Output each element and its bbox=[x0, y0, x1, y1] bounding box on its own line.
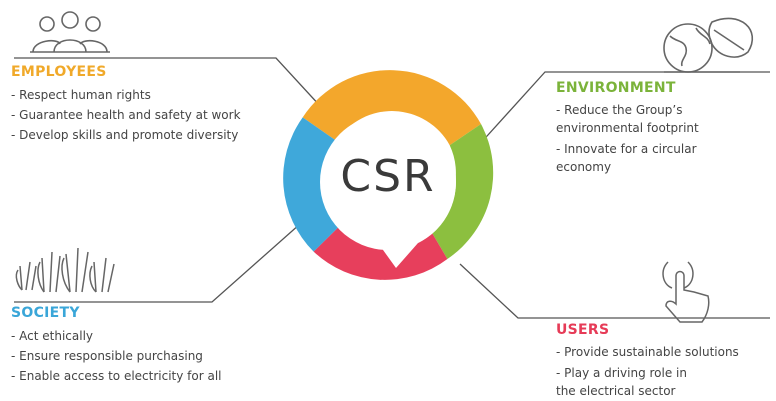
people-icon bbox=[30, 11, 110, 53]
employees-section: EMPLOYEES - Respect human rights - Guara… bbox=[11, 64, 241, 145]
society-section: SOCIETY - Act ethically - Ensure respons… bbox=[11, 305, 222, 386]
society-list: - Act ethically - Ensure responsible pur… bbox=[11, 326, 222, 386]
raised-hands-icon bbox=[15, 247, 115, 293]
users-list: - Provide sustainable solutions - Play a… bbox=[556, 343, 739, 400]
employees-list: - Respect human rights - Guarantee healt… bbox=[11, 85, 241, 145]
environment-heading: ENVIRONMENT bbox=[556, 80, 676, 96]
list-item: - Act ethically bbox=[11, 329, 94, 343]
ring-segment-employees bbox=[302, 70, 481, 146]
users-section: USERS - Provide sustainable solutions - … bbox=[556, 322, 739, 401]
connector-society bbox=[14, 223, 301, 303]
csr-center-label: CSR bbox=[340, 151, 436, 202]
ring-segment-environment bbox=[428, 124, 494, 259]
list-item: - Play a driving role in the electrical … bbox=[556, 366, 687, 398]
list-item: - Reduce the Group’s environmental footp… bbox=[556, 103, 699, 135]
connector-employees bbox=[14, 57, 334, 121]
society-heading: SOCIETY bbox=[11, 305, 80, 321]
list-item: - Respect human rights bbox=[11, 88, 151, 102]
employees-heading: EMPLOYEES bbox=[11, 64, 107, 80]
list-item: - Innovate for a circular economy bbox=[556, 142, 697, 174]
globe-leaf-icon bbox=[663, 17, 754, 73]
list-item: - Provide sustainable solutions bbox=[556, 345, 739, 359]
environment-section: ENVIRONMENT - Reduce the Group’s environ… bbox=[556, 80, 699, 179]
list-item: - Ensure responsible purchasing bbox=[11, 349, 203, 363]
list-item: - Enable access to electricity for all bbox=[11, 369, 222, 383]
list-item: - Develop skills and promote diversity bbox=[11, 128, 239, 142]
environment-list: - Reduce the Group’s environmental footp… bbox=[556, 101, 699, 176]
connector-users bbox=[459, 263, 770, 319]
csr-ring bbox=[283, 70, 494, 280]
users-heading: USERS bbox=[556, 322, 610, 338]
touch-hand-icon bbox=[662, 261, 710, 323]
list-item: - Guarantee health and safety at work bbox=[11, 108, 241, 122]
